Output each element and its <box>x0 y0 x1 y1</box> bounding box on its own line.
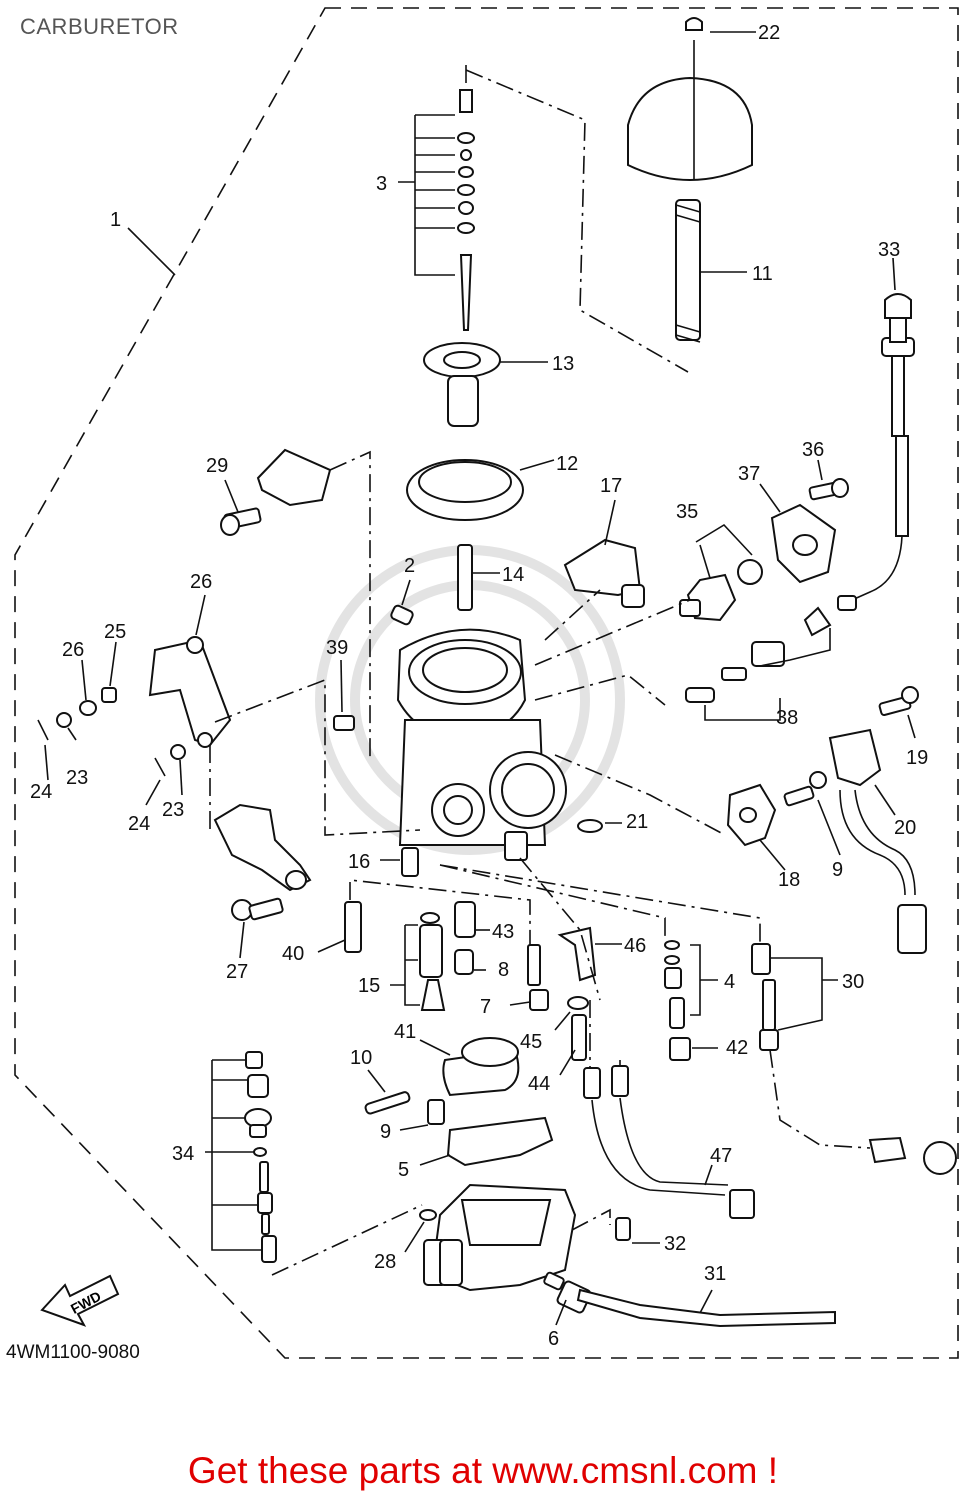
o-ring-21 <box>577 819 622 833</box>
callout-37: 37 <box>738 463 760 485</box>
callout-36: 36 <box>802 439 824 461</box>
throttle-bracket <box>220 448 371 760</box>
diagram-title: CARBURETOR <box>20 14 179 39</box>
callout-18: 18 <box>778 869 800 891</box>
callout-15: 15 <box>358 975 380 997</box>
callout-25: 25 <box>104 621 126 643</box>
callout-41: 41 <box>394 1021 416 1043</box>
callout-44: 44 <box>528 1073 550 1095</box>
callout-24-left: 24 <box>30 781 52 803</box>
throttle-piston <box>423 342 548 427</box>
callout-9-chamber: 9 <box>380 1121 391 1143</box>
callout-20: 20 <box>894 817 916 839</box>
callout-8: 8 <box>498 959 509 981</box>
callout-29: 29 <box>206 455 228 477</box>
sensor-harness <box>519 857 755 1219</box>
callout-labels: 1 2 3 4 5 6 7 8 9 9 10 11 12 13 14 15 16… <box>30 22 928 1350</box>
callout-11: 11 <box>752 263 773 285</box>
callout-27: 27 <box>226 961 248 983</box>
float-valve <box>554 996 589 1076</box>
mixture-screw-set <box>664 940 718 1061</box>
callout-26-lower: 26 <box>62 639 84 661</box>
coasting-enricher <box>534 459 849 721</box>
fwd-arrow: FWD <box>40 1274 120 1327</box>
callout-3: 3 <box>376 173 387 195</box>
callout-6: 6 <box>548 1328 559 1350</box>
pilot-jet <box>457 544 500 611</box>
callout-26-upper: 26 <box>190 571 212 593</box>
callout-16: 16 <box>348 851 370 873</box>
spring <box>675 199 747 343</box>
throttle-sensor <box>554 686 927 954</box>
callout-1: 1 <box>110 209 121 231</box>
callout-47: 47 <box>710 1145 732 1167</box>
screw-2 <box>390 579 414 626</box>
carb-top-cap <box>627 17 756 181</box>
callout-19: 19 <box>906 747 928 769</box>
callout-12: 12 <box>556 453 578 475</box>
callout-9-sensor: 9 <box>832 859 843 881</box>
callout-42: 42 <box>726 1037 748 1059</box>
callout-17: 17 <box>600 475 622 497</box>
callout-7: 7 <box>480 996 491 1018</box>
callout-24-right: 24 <box>128 813 150 835</box>
float-chamber <box>271 1183 611 1326</box>
jet-needle-set <box>398 65 689 373</box>
drain-hose <box>576 1288 836 1328</box>
callout-4: 4 <box>724 971 735 993</box>
callout-22: 22 <box>758 22 780 44</box>
diagram-code: 4WM1100-9080 <box>6 1342 140 1363</box>
callout-14: 14 <box>502 564 524 586</box>
callout-23-right: 23 <box>162 799 184 821</box>
plug-16 <box>380 847 419 877</box>
float <box>364 1037 520 1115</box>
frame-leader-1 <box>127 227 176 276</box>
callout-38: 38 <box>776 707 798 729</box>
callout-10: 10 <box>350 1047 372 1069</box>
callout-35: 35 <box>676 501 698 523</box>
carburetor-body <box>396 628 567 861</box>
diaphragm-seal <box>406 459 555 521</box>
callout-2: 2 <box>404 555 415 577</box>
callout-32: 32 <box>664 1233 686 1255</box>
choke-linkage <box>213 803 312 959</box>
callout-31: 31 <box>704 1263 726 1285</box>
bracket-46 <box>557 926 622 982</box>
callout-5: 5 <box>398 1159 409 1181</box>
screw-32 <box>615 1217 660 1244</box>
float-chamber-gasket <box>399 1099 554 1167</box>
callout-43: 43 <box>492 921 514 943</box>
choke-plunger <box>439 864 957 1175</box>
choke-cable <box>837 257 915 611</box>
promo-link[interactable]: Get these parts at www.cmsnl.com ! <box>187 1450 779 1491</box>
main-jet-group <box>317 879 549 1011</box>
throttle-lever <box>37 594 421 836</box>
assembly-frame <box>14 7 959 1359</box>
carburetor-exploded-diagram: FWD 1 2 3 4 5 6 7 8 9 9 10 11 12 13 14 1… <box>14 7 959 1359</box>
callout-13: 13 <box>552 353 574 375</box>
callout-33: 33 <box>878 239 900 261</box>
callout-45: 45 <box>520 1031 542 1053</box>
callout-23-left: 23 <box>66 767 88 789</box>
callout-30: 30 <box>842 971 864 993</box>
callout-39: 39 <box>326 637 348 659</box>
callout-21: 21 <box>626 811 648 833</box>
callout-46: 46 <box>624 935 646 957</box>
throttle-stop-tube <box>563 499 645 608</box>
callout-40: 40 <box>282 943 304 965</box>
callout-34: 34 <box>172 1143 194 1165</box>
callout-28: 28 <box>374 1251 396 1273</box>
pilot-screw-set <box>205 1051 277 1263</box>
screw-39 <box>333 659 355 731</box>
